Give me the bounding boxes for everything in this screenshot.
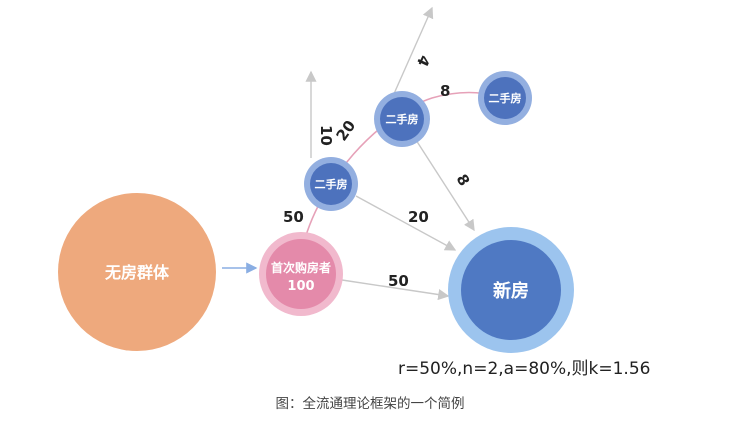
node-second-hand-3-label: 二手房 — [489, 91, 522, 105]
edge-label-sh2-to-sh3: 8 — [440, 82, 450, 100]
edge-label-first-to-new: 50 — [388, 272, 409, 290]
arrow-sh2-up — [392, 6, 434, 97]
node-new-house-inner — [461, 240, 561, 340]
formula-text: r=50%,n=2,a=80%,则k=1.56 — [398, 359, 651, 379]
edge-label-sh1-up: 10 — [317, 125, 335, 146]
node-second-hand-2-label: 二手房 — [386, 112, 419, 126]
edge-label-sh2-to-new: 8 — [453, 171, 474, 189]
node-no-house — [58, 193, 216, 351]
arrow-sh2-to-new — [415, 139, 475, 232]
node-second-hand-1-inner — [310, 163, 352, 205]
figure-caption: 图：全流通理论框架的一个简例 — [275, 396, 465, 412]
node-second-hand-2-inner — [380, 97, 424, 141]
edge-label-sh1-to-new: 20 — [408, 208, 429, 226]
arrow-sh1-to-new — [355, 195, 457, 251]
node-no-house-label: 无房群体 — [104, 263, 170, 282]
arrow-first-to-new — [341, 279, 450, 301]
edge-label-sh1-to-sh2: 20 — [333, 117, 360, 144]
node-new-house-label: 新房 — [493, 280, 529, 302]
node-first-buyer-inner — [266, 239, 336, 309]
node-first-buyer-count: 100 — [287, 279, 314, 294]
node-first-buyer-title: 首次购房者 — [271, 260, 331, 275]
node-second-hand-3-inner — [484, 77, 526, 119]
edge-label-first-to-sh1: 50 — [283, 208, 304, 226]
node-second-hand-1-label: 二手房 — [315, 177, 348, 191]
edge-label-sh2-up: 4 — [413, 52, 434, 69]
